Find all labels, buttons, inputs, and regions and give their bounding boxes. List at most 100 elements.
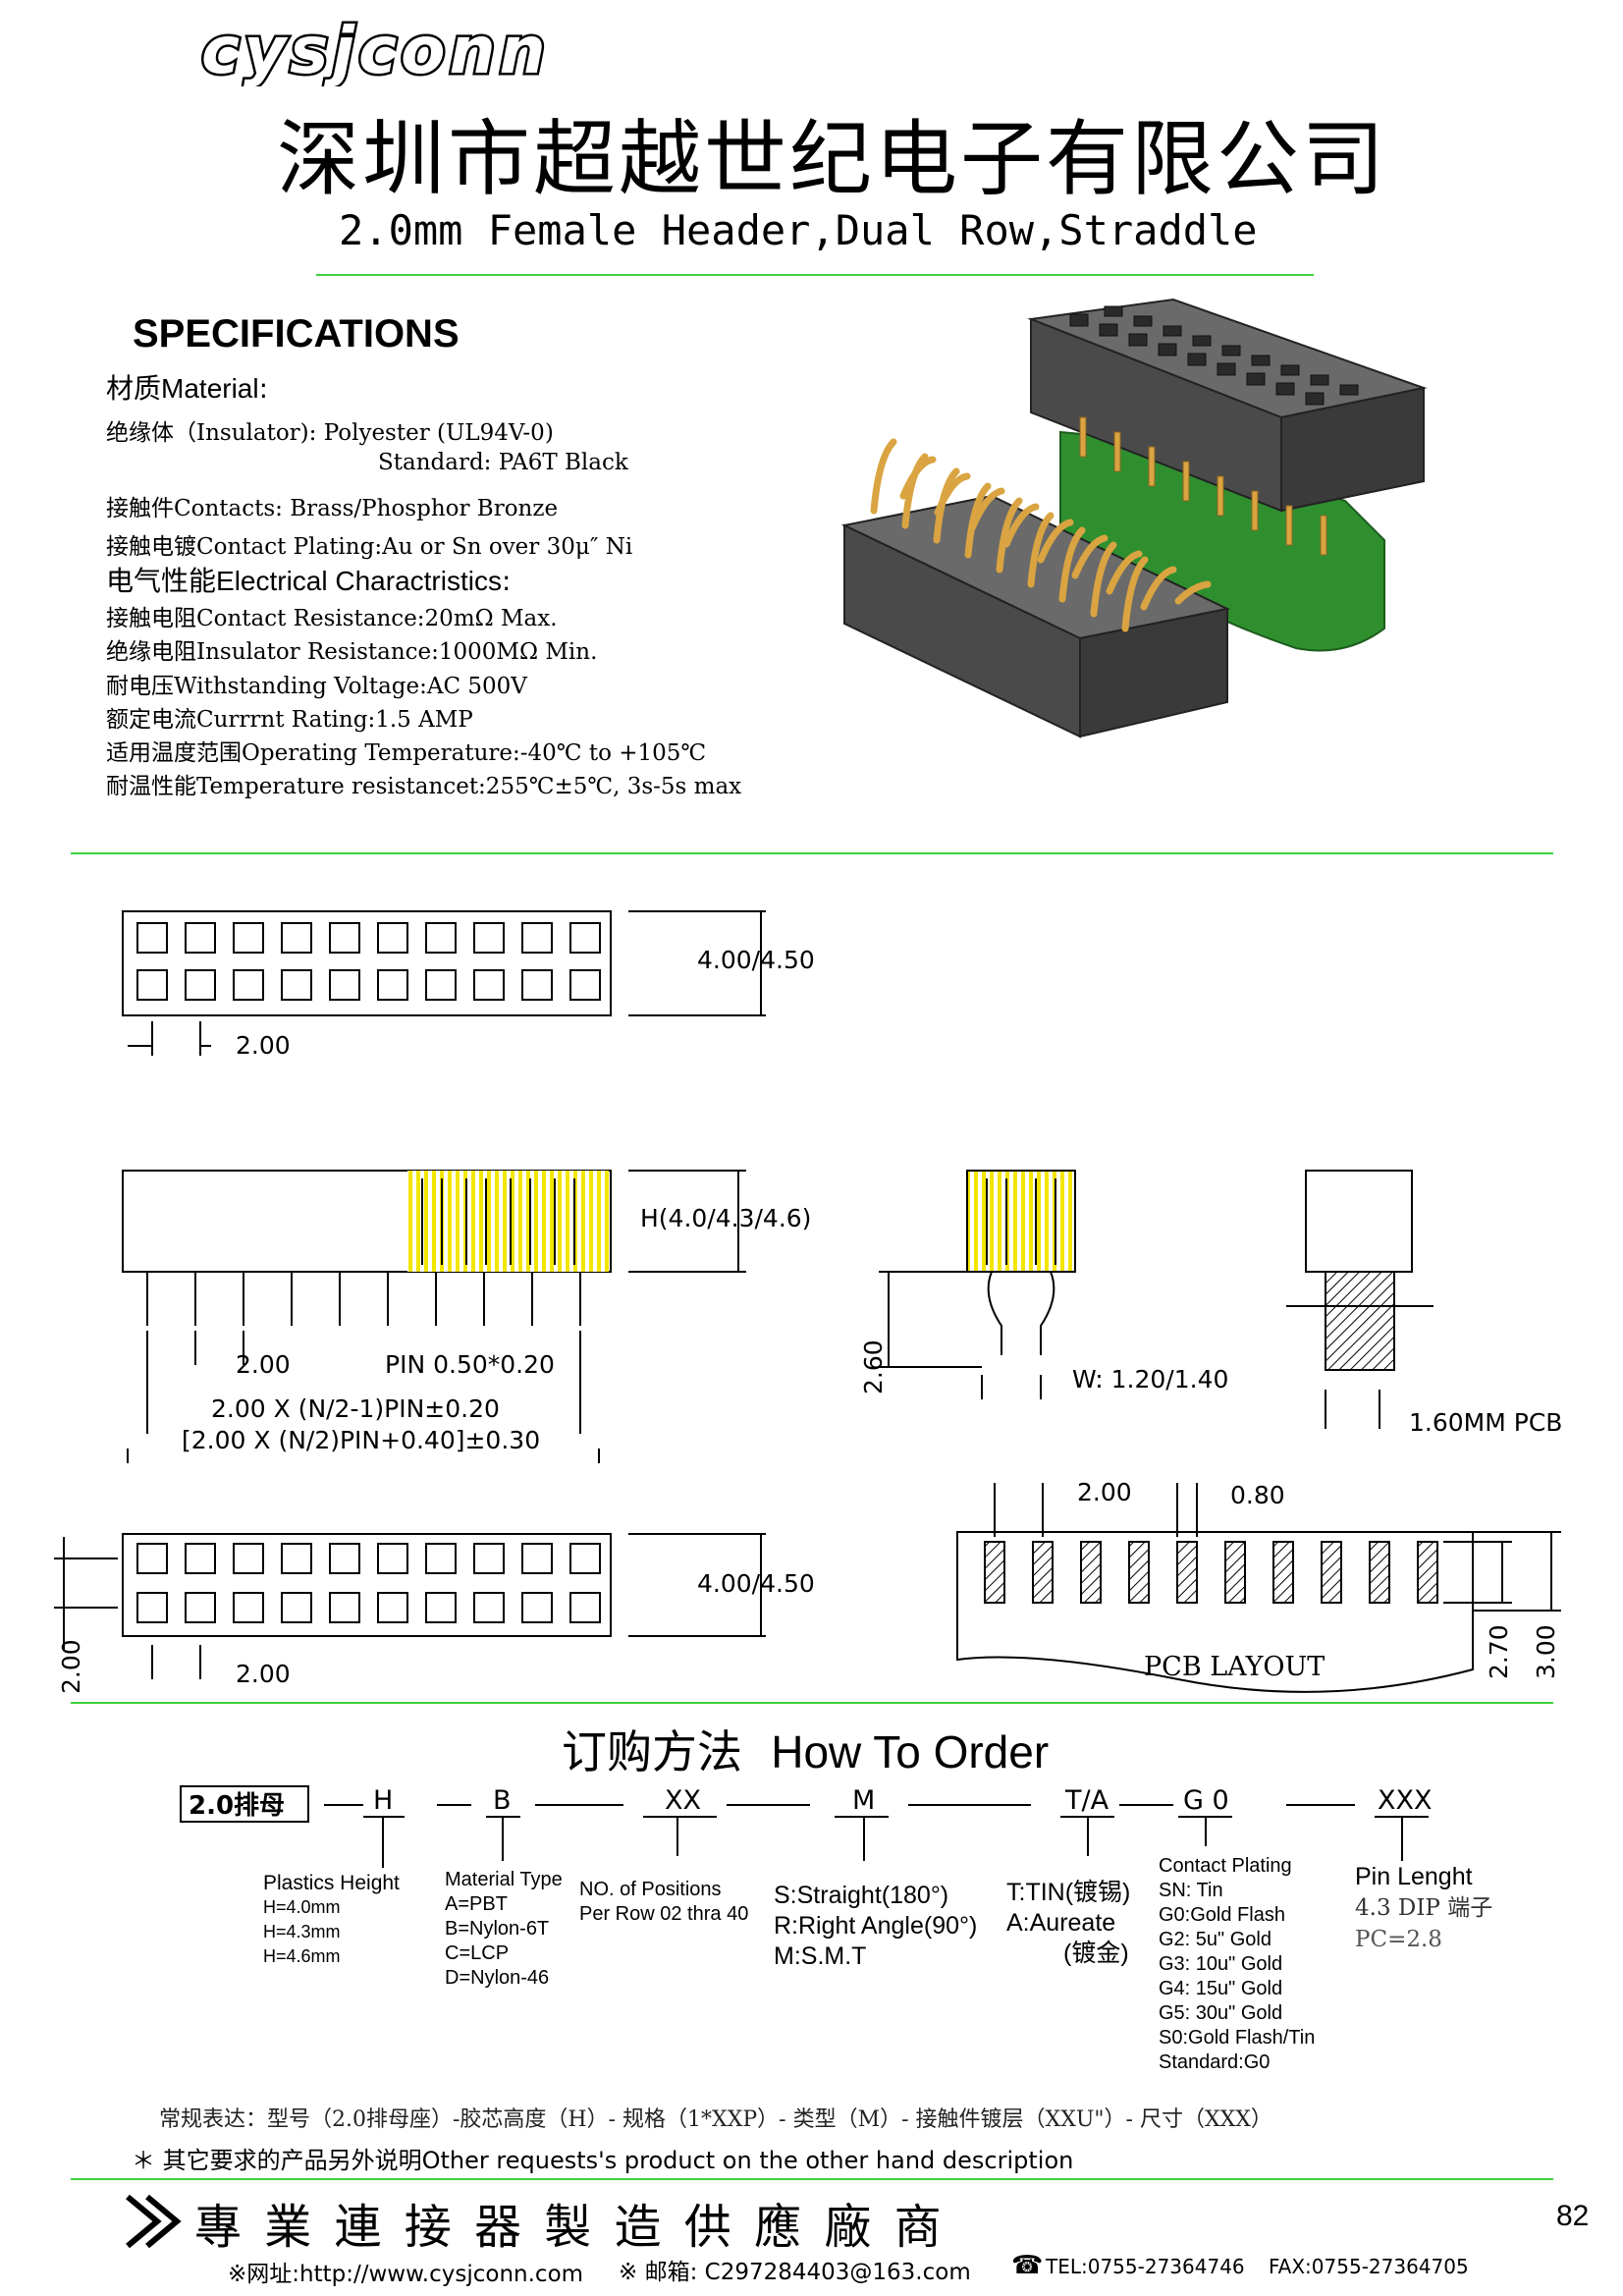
logo-text-fill: cysjconn: [201, 18, 550, 86]
order-title-cn: 订购方法: [562, 1725, 742, 1778]
dim-pin-size: PIN 0.50*0.20: [385, 1350, 555, 1379]
dim-layout-pitch: 2.00: [1077, 1478, 1132, 1506]
plating-title: Contact Plating: [1159, 1855, 1292, 1877]
order-base-box: [180, 1785, 309, 1823]
positions-title: NO. of Positions: [579, 1879, 722, 1900]
material-opt-b: B=Nylon-6T: [445, 1918, 550, 1940]
plating-g0: G0:Gold Flash: [1159, 1904, 1285, 1926]
dim-top-height: 4.00/4.50: [697, 946, 815, 974]
order-ta-list: T:TIN(镀锡) A:Aureate (镀金): [1006, 1878, 1130, 1969]
plating-g4: G4: 15u" Gold: [1159, 1978, 1283, 1999]
footer-email: ※ 邮箱: C297284403@163.com: [619, 2260, 971, 2285]
spec-plating: 接触电镀Contact Plating:Au or Sn over 30μ″ N…: [106, 534, 633, 560]
ta-tin: T:TIN(镀锡): [1006, 1879, 1131, 1906]
page-number: 82: [1556, 2200, 1590, 2232]
dim-bottom-row: 2.00: [57, 1639, 85, 1694]
material-heading-en: Material: [161, 373, 259, 404]
product-render-image: [840, 298, 1428, 738]
order-code-xx: XX: [665, 1785, 701, 1816]
section-divider-1: [71, 852, 1553, 854]
plating-sn: SN: Tin: [1159, 1880, 1223, 1901]
type-right-angle: R:Right Angle(90°): [774, 1912, 978, 1940]
footer-slogan: 專 業 連 接 器 製 造 供 應 廠 商: [194, 2200, 946, 2255]
spec-contacts: 接触件Contacts: Brass/Phosphor Bronze: [106, 496, 559, 521]
title-underline: [316, 274, 1314, 276]
order-code-m: M: [852, 1785, 876, 1816]
dim-gap-260: 2.60: [859, 1339, 888, 1394]
dim-pcb-thickness: 1.60MM PCB: [1409, 1408, 1563, 1437]
plating-g2: G2: 5u" Gold: [1159, 1929, 1271, 1950]
order-material-list: Material Type A=PBT B=Nylon-6T C=LCP D=N…: [445, 1868, 563, 1991]
order-type-list: S:Straight(180°) R:Right Angle(90°) M:S.…: [774, 1881, 977, 1972]
order-code-b: B: [493, 1785, 512, 1816]
height-title: Plastics Height: [263, 1872, 400, 1894]
company-name: 深圳市超越世纪电子有限公司: [277, 111, 1388, 207]
order-connector-lines: [324, 1804, 1429, 1868]
order-note: ＊ 其它要求的产品另外说明Other requests's product on…: [132, 2147, 1074, 2174]
electrical-heading: 电气性能Electrical Charactristics:: [106, 560, 511, 599]
spec-insulator-resistance: 绝缘电阻Insulator Resistance:1000MΩ Min.: [106, 639, 598, 665]
order-base: 2.0排母: [189, 1791, 286, 1821]
plating-s0: S0:Gold Flash/Tin: [1159, 2027, 1316, 2049]
ta-aureate: A:Aureate: [1006, 1909, 1116, 1937]
material-opt-c: C=LCP: [445, 1942, 510, 1964]
dim-layout-h2: 3.00: [1532, 1624, 1560, 1679]
footer-website: ※网址:http://www.cysjconn.com: [228, 2262, 584, 2287]
plating-standard: Standard:G0: [1159, 2051, 1271, 2073]
pin-length-dip: 4.3 DIP 端子: [1355, 1895, 1493, 1921]
spec-insulator-standard: Standard: PA6T Black: [378, 450, 628, 475]
dim-bottom-pitch: 2.00: [236, 1660, 291, 1688]
dim-side-height: H(4.0/4.3/4.6): [640, 1204, 812, 1232]
material-colon: :: [258, 372, 269, 405]
order-plating-list: Contact Plating SN: Tin G0:Gold Flash G2…: [1159, 1854, 1315, 2075]
plating-g5: G5: 30u" Gold: [1159, 2002, 1283, 2024]
spec-operating-temp: 适用温度范围Operating Temperature:-40℃ to +105…: [106, 740, 707, 766]
order-positions: NO. of Positions Per Row 02 thra 40: [579, 1878, 748, 1927]
section-divider-2: [71, 1702, 1553, 1704]
product-title: 2.0mm Female Header,Dual Row,Straddle: [339, 206, 1258, 254]
spec-insulator: 绝缘体（Insulator): Polyester (UL94V-0): [106, 420, 554, 446]
dim-width: W: 1.20/1.40: [1072, 1365, 1229, 1394]
dim-bottom-height: 4.00/4.50: [697, 1569, 815, 1598]
pin-length-title: Pin Lenght: [1355, 1863, 1473, 1890]
spec-temp-resistance: 耐温性能Temperature resistancet:255℃±5℃, 3s-…: [106, 774, 742, 799]
order-code-h: H: [373, 1785, 394, 1816]
order-height-list: Plastics Height H=4.0mm H=4.3mm H=4.6mm: [263, 1871, 400, 1969]
type-smt: M:S.M.T: [774, 1942, 867, 1970]
technical-drawings: [54, 910, 1561, 1693]
spec-contact-resistance: 接触电阻Contact Resistance:20mΩ Max.: [106, 606, 558, 631]
dim-side-pitch: 2.00: [236, 1350, 291, 1379]
footer-fax: FAX:0755-27364705: [1269, 2255, 1469, 2278]
material-opt-a: A=PBT: [445, 1893, 508, 1915]
company-logo: cysjconn cysjconn: [201, 18, 673, 86]
order-code-g0: G 0: [1183, 1785, 1229, 1816]
section-divider-3: [71, 2178, 1553, 2180]
pin-length-pc: PC=2.8: [1355, 1927, 1442, 1952]
material-opt-d: D=Nylon-46: [445, 1967, 550, 1989]
spec-current-rating: 额定电流Currrnt Rating:1.5 AMP: [106, 707, 473, 733]
ta-gold: (镀金): [1063, 1940, 1129, 1967]
order-expression: 常规表达：型号（2.0排母座）-胶芯高度（H）- 规格（1*XXP）- 类型（M…: [159, 2107, 1272, 2132]
chevron-icon: [126, 2194, 182, 2249]
height-opt-3: H=4.6mm: [263, 1946, 341, 1966]
dim-layout-h1: 2.70: [1485, 1624, 1513, 1679]
pcb-layout-title: PCB LAYOUT: [1144, 1652, 1325, 1682]
order-title-en: How To Order: [771, 1726, 1050, 1777]
electrical-heading-en: Electrical Charactristics: [216, 566, 502, 596]
material-title: Material Type: [445, 1869, 563, 1890]
order-code-ta: T/A: [1065, 1785, 1109, 1816]
height-opt-2: H=4.3mm: [263, 1922, 341, 1941]
dim-top-pitch: 2.00: [236, 1031, 291, 1060]
dim-pin-span1: 2.00 X (N/2-1)PIN±0.20: [211, 1394, 500, 1423]
dim-layout-pad: 0.80: [1230, 1481, 1285, 1509]
order-code-xxx: XXX: [1378, 1785, 1433, 1816]
material-heading: 材质Material:: [106, 367, 268, 407]
order-title: 订购方法 How To Order: [562, 1717, 1049, 1781]
plating-g3: G3: 10u" Gold: [1159, 1953, 1283, 1975]
dim-pin-span2: [2.00 X (N/2)PIN+0.40]±0.30: [182, 1426, 541, 1454]
order-pin-length: Pin Lenght 4.3 DIP 端子 PC=2.8: [1355, 1861, 1492, 1955]
positions-range: Per Row 02 thra 40: [579, 1903, 749, 1925]
logo-text: cysjconn: [201, 18, 550, 86]
spec-withstanding-voltage: 耐电压Withstanding Voltage:AC 500V: [106, 674, 527, 699]
material-heading-cn: 材质: [106, 372, 162, 405]
